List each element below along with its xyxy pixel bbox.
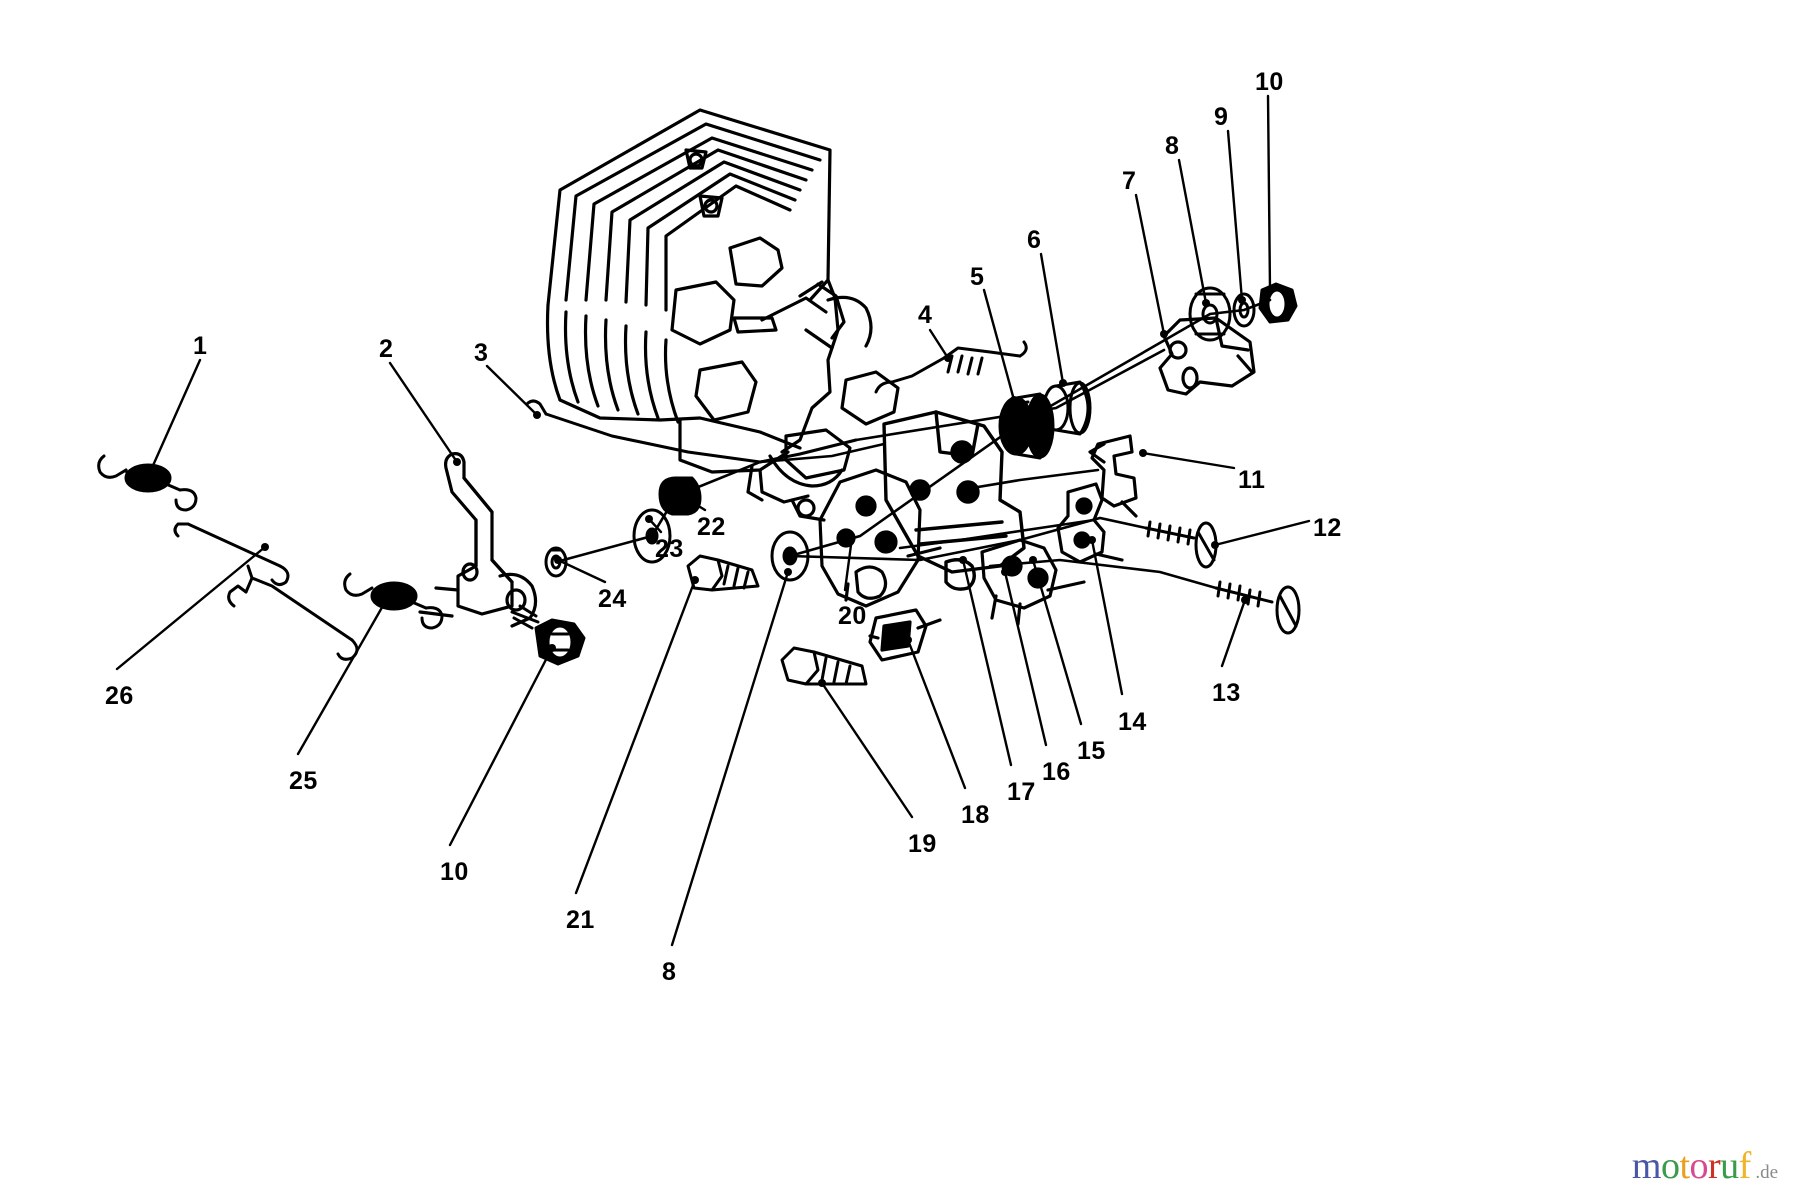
bolt-21: [686, 554, 760, 592]
callout-number-10: 10: [1255, 68, 1284, 96]
engine-cylinder-block: [545, 108, 900, 522]
assembly-axis-lines: [554, 298, 1272, 590]
callout-number-23: 23: [655, 535, 684, 563]
callout-number-1: 1: [193, 332, 208, 360]
throttle-control-plate-11: [1088, 434, 1138, 518]
callout-number-17: 17: [1007, 778, 1036, 806]
watermark-letter: o: [1689, 1145, 1709, 1187]
callout-number-10: 10: [440, 858, 469, 886]
watermark-dot: ·: [1741, 1150, 1747, 1166]
watermark-suffix: .de: [1755, 1162, 1778, 1183]
watermark-letter: m: [1631, 1145, 1662, 1187]
governor-control-bracket-2: [418, 452, 538, 628]
spring-1: [97, 454, 198, 512]
watermark-letter: o: [1660, 1145, 1680, 1187]
motoruf-watermark: motoruf· .de: [1632, 1144, 1778, 1188]
callout-number-15: 15: [1077, 737, 1106, 765]
callout-number-24: 24: [598, 585, 627, 613]
watermark-letter: r: [1708, 1145, 1721, 1187]
callout-number-6: 6: [1027, 226, 1042, 254]
long-bolt-13: [1214, 580, 1301, 635]
callout-number-19: 19: [908, 830, 937, 858]
governor-arm-7: [1158, 316, 1256, 396]
callout-number-2: 2: [379, 335, 394, 363]
callout-number-3: 3: [474, 339, 489, 367]
callout-number-11: 11: [1238, 466, 1266, 494]
callout-number-25: 25: [289, 767, 318, 795]
bolt-19: [780, 646, 868, 686]
cable-clamp-18: [868, 608, 942, 662]
throttle-link-rod-4: [874, 340, 1028, 394]
flange-bolt-8-upper: [1188, 286, 1232, 342]
lever-arm-16-15: [980, 538, 1086, 626]
callout-number-9: 9: [1214, 103, 1229, 131]
spring-25: [343, 572, 444, 630]
governor-link-rod-3: [525, 399, 858, 464]
callout-number-4: 4: [918, 301, 933, 329]
callout-number-14: 14: [1118, 708, 1147, 736]
callout-number-20: 20: [838, 602, 867, 630]
callout-number-8: 8: [662, 958, 677, 986]
callout-number-8: 8: [1165, 132, 1180, 160]
watermark-letter: t: [1679, 1145, 1690, 1187]
callout-number-12: 12: [1313, 514, 1342, 542]
callout-leader-lines: [115, 94, 1311, 947]
watermark-letter: u: [1720, 1145, 1739, 1187]
callout-leader-dots: [147, 286, 1274, 687]
screw-12: [1144, 520, 1218, 569]
callout-number-22: 22: [697, 513, 726, 541]
callout-number-16: 16: [1042, 758, 1071, 786]
callout-number-13: 13: [1212, 679, 1241, 707]
callout-number-26: 26: [105, 682, 134, 710]
callout-number-21: 21: [566, 906, 595, 934]
callout-number-18: 18: [961, 801, 990, 829]
watermark-letter: f: [1738, 1145, 1752, 1187]
callout-number-5: 5: [970, 263, 985, 291]
callout-number-7: 7: [1122, 167, 1137, 195]
